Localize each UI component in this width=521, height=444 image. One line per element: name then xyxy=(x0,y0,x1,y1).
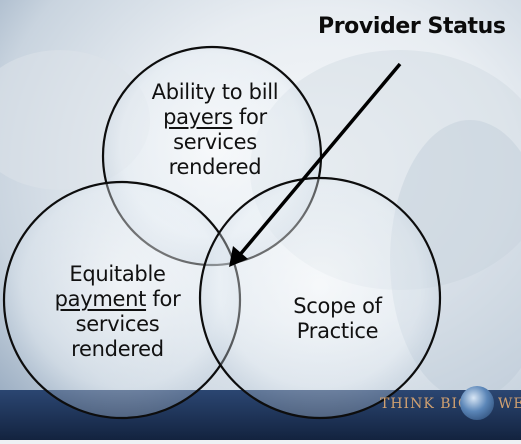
label-suffix: for xyxy=(232,105,267,129)
circle-label-right: Scope of Practice xyxy=(275,294,400,344)
venn-circle-right xyxy=(198,176,442,420)
label-line: payment for xyxy=(35,287,200,312)
label-line: payers for xyxy=(135,105,295,130)
think-big-logo: THINK BIG WE xyxy=(380,386,521,420)
label-line: Scope of xyxy=(293,294,382,318)
label-line: rendered xyxy=(168,155,262,179)
circle-label-top: Ability to bill payers for services rend… xyxy=(135,80,295,180)
label-line: Equitable xyxy=(69,262,166,286)
label-suffix: for xyxy=(146,287,181,311)
underlined-word: payment xyxy=(54,287,147,311)
underlined-word: payers xyxy=(163,105,233,129)
diagram-title: Provider Status xyxy=(318,14,506,39)
circle-label-left: Equitable payment for services rendered xyxy=(35,262,200,362)
globe-icon xyxy=(460,386,494,420)
label-line: Practice xyxy=(296,319,379,343)
label-line: Ability to bill xyxy=(151,80,279,104)
label-line: services xyxy=(173,130,257,154)
logo-text-left: THINK BIG xyxy=(380,396,471,412)
logo-text-right: WE xyxy=(498,396,521,412)
label-line: rendered xyxy=(71,337,164,361)
label-line: services xyxy=(75,312,160,336)
pointer-arrow xyxy=(236,62,402,259)
arrow-head xyxy=(229,246,248,267)
